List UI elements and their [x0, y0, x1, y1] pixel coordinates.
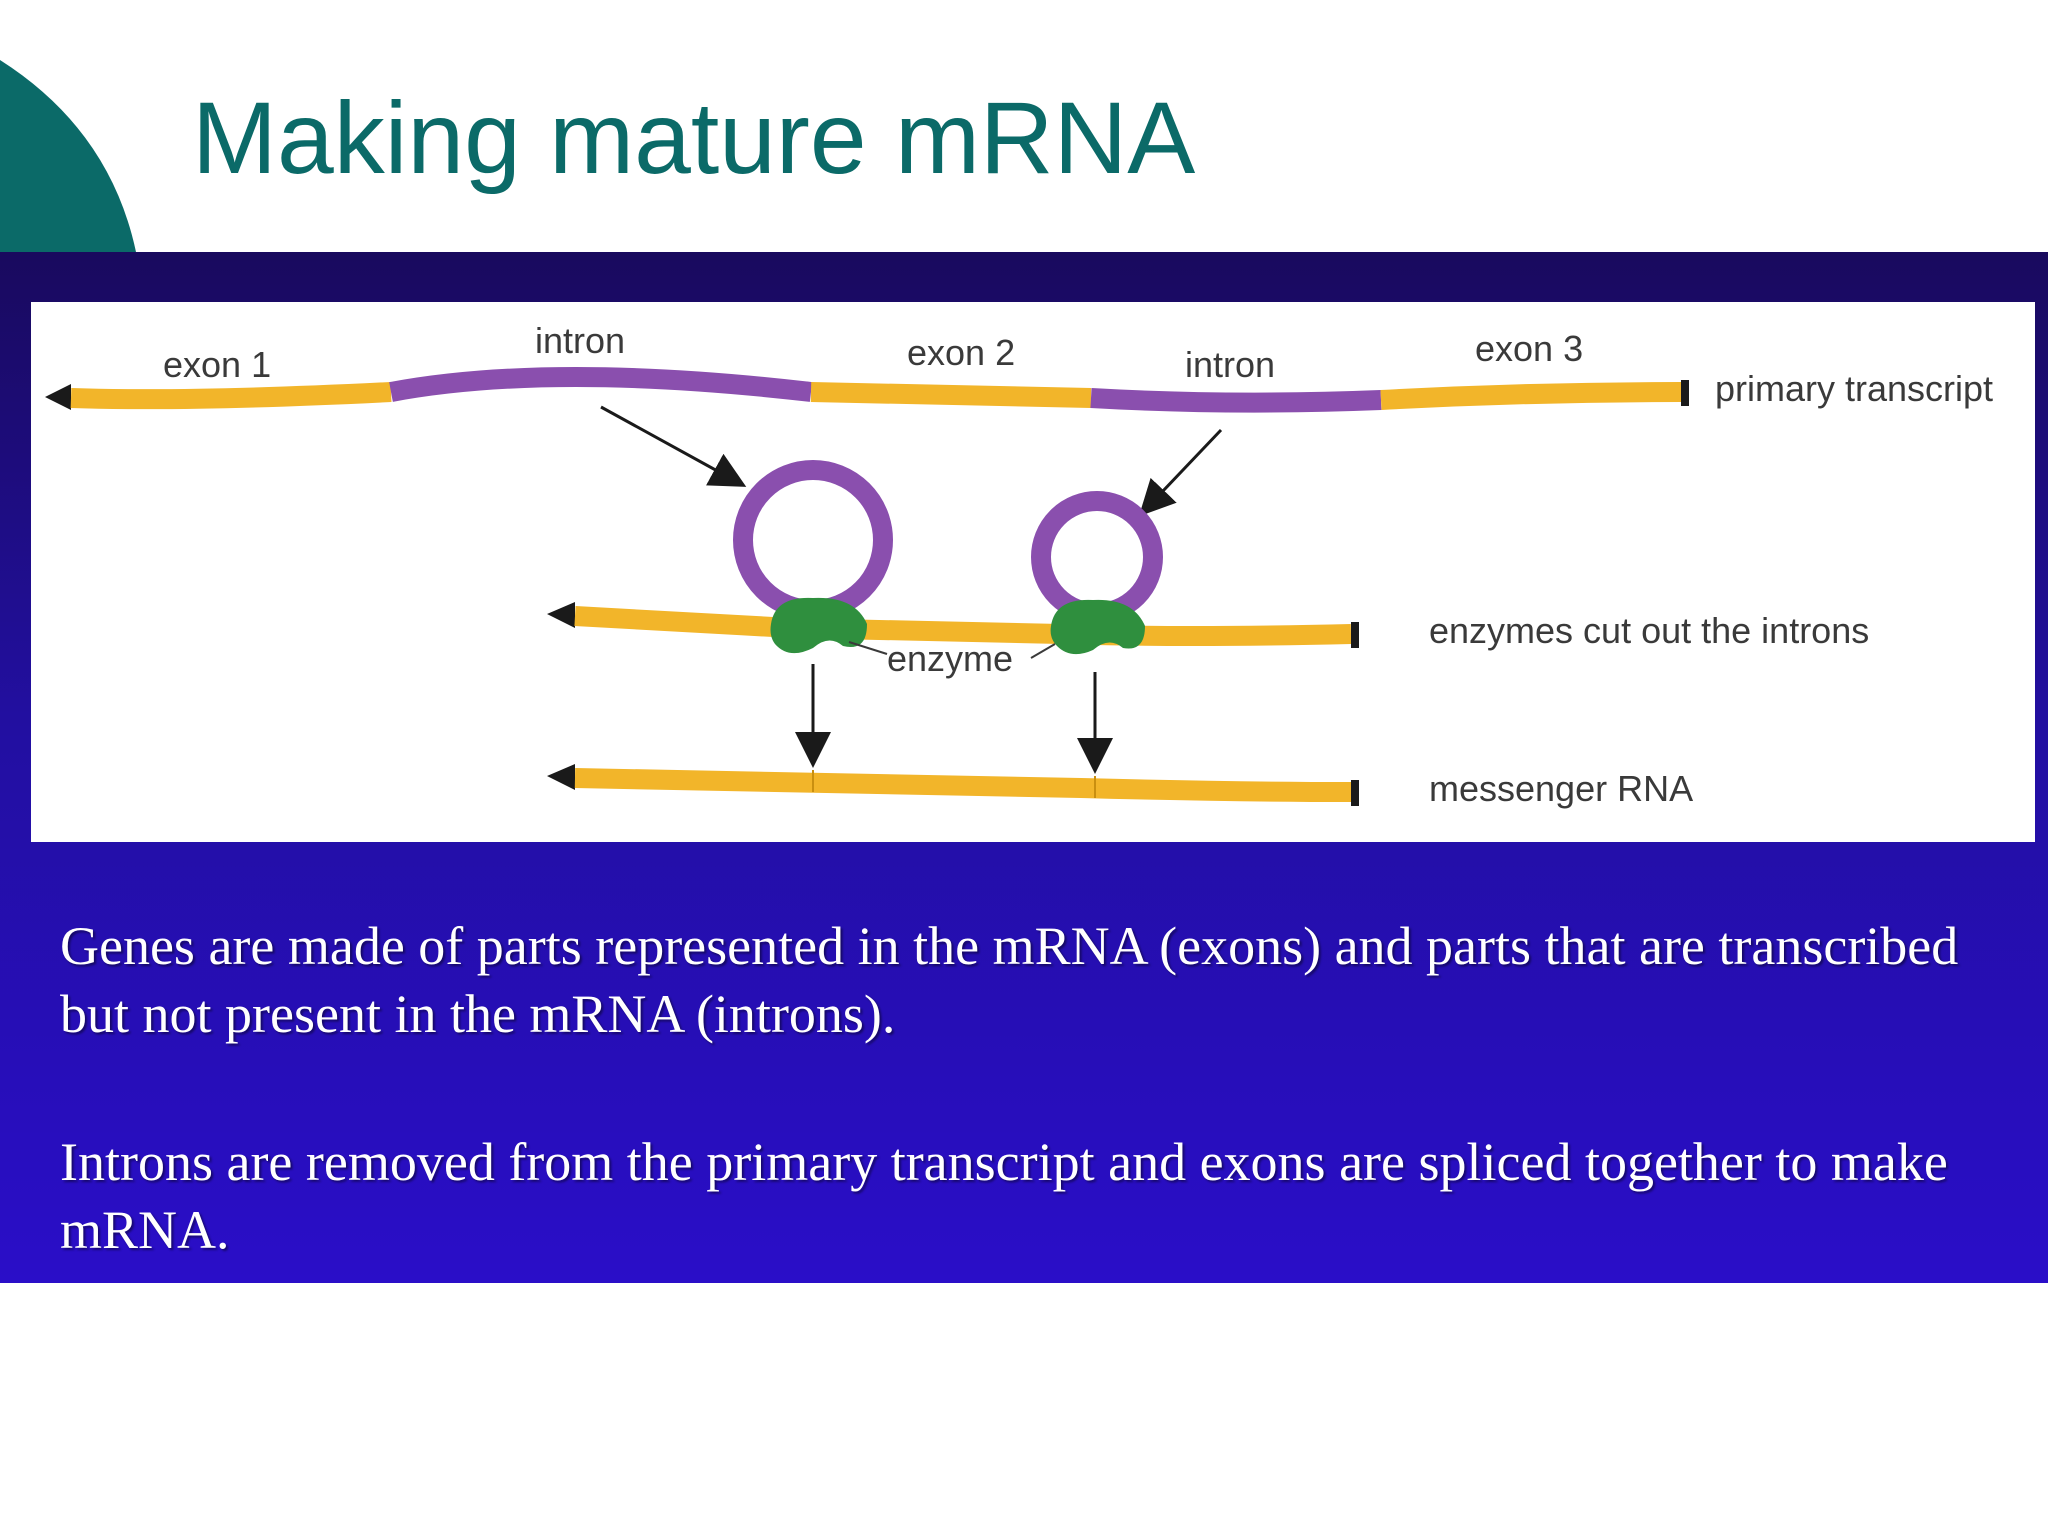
intron-2-segment — [1090, 388, 1382, 413]
arrow-intron-2-to-loop — [1138, 428, 1223, 517]
three-prime-end-marker — [1351, 780, 1359, 806]
corner-accent-shape — [0, 60, 136, 252]
cut-strand — [547, 460, 1359, 659]
label-intron-2: intron — [1185, 344, 1276, 385]
splicing-diagram: exon 1 intron exon 2 intron exon 3 prima… — [31, 302, 2035, 842]
body-paragraph-1: Genes are made of parts represented in t… — [60, 916, 1959, 1044]
slide-title: Making mature mRNA — [192, 81, 1196, 195]
enzyme-leader-line-2 — [1030, 643, 1056, 659]
enzyme-2-icon — [1050, 599, 1145, 655]
primary-transcript-strand — [45, 367, 1689, 413]
label-intron-1: intron — [535, 320, 626, 361]
label-enzymes-cut: enzymes cut out the introns — [1429, 610, 1870, 651]
intron-2-loop — [1031, 491, 1163, 623]
exon-1-segment — [70, 382, 392, 410]
enzyme-leader-line-1 — [848, 641, 888, 655]
label-primary-transcript: primary transcript — [1715, 368, 1994, 409]
splicing-diagram-graphic — [45, 367, 1689, 806]
five-prime-arrow-icon — [45, 384, 71, 410]
five-prime-arrow-icon — [547, 602, 575, 628]
label-enzyme: enzyme — [887, 638, 1014, 679]
intron-1-segment — [389, 367, 813, 402]
three-prime-end-marker — [1681, 380, 1689, 406]
three-prime-end-marker — [1351, 622, 1359, 648]
intron-1-loop — [733, 460, 893, 620]
label-exon-2: exon 2 — [907, 332, 1016, 373]
content-panel: exon 1 intron exon 2 intron exon 3 prima… — [0, 252, 2048, 1283]
label-exon-3: exon 3 — [1475, 328, 1584, 369]
body-paragraph-2: Introns are removed from the primary tra… — [60, 1132, 1948, 1260]
exon-3-segment — [1380, 382, 1682, 410]
exons-with-loops-strand — [574, 606, 1352, 646]
label-messenger-rna: messenger RNA — [1429, 768, 1694, 809]
messenger-rna-strand — [547, 764, 1359, 806]
five-prime-arrow-icon — [547, 764, 575, 790]
enzyme-1-icon — [770, 597, 867, 654]
arrow-intron-1-to-loop — [600, 405, 747, 487]
spliced-exons-strand — [574, 768, 1352, 802]
exon-2-segment — [810, 382, 1092, 408]
label-exon-1: exon 1 — [163, 344, 272, 385]
